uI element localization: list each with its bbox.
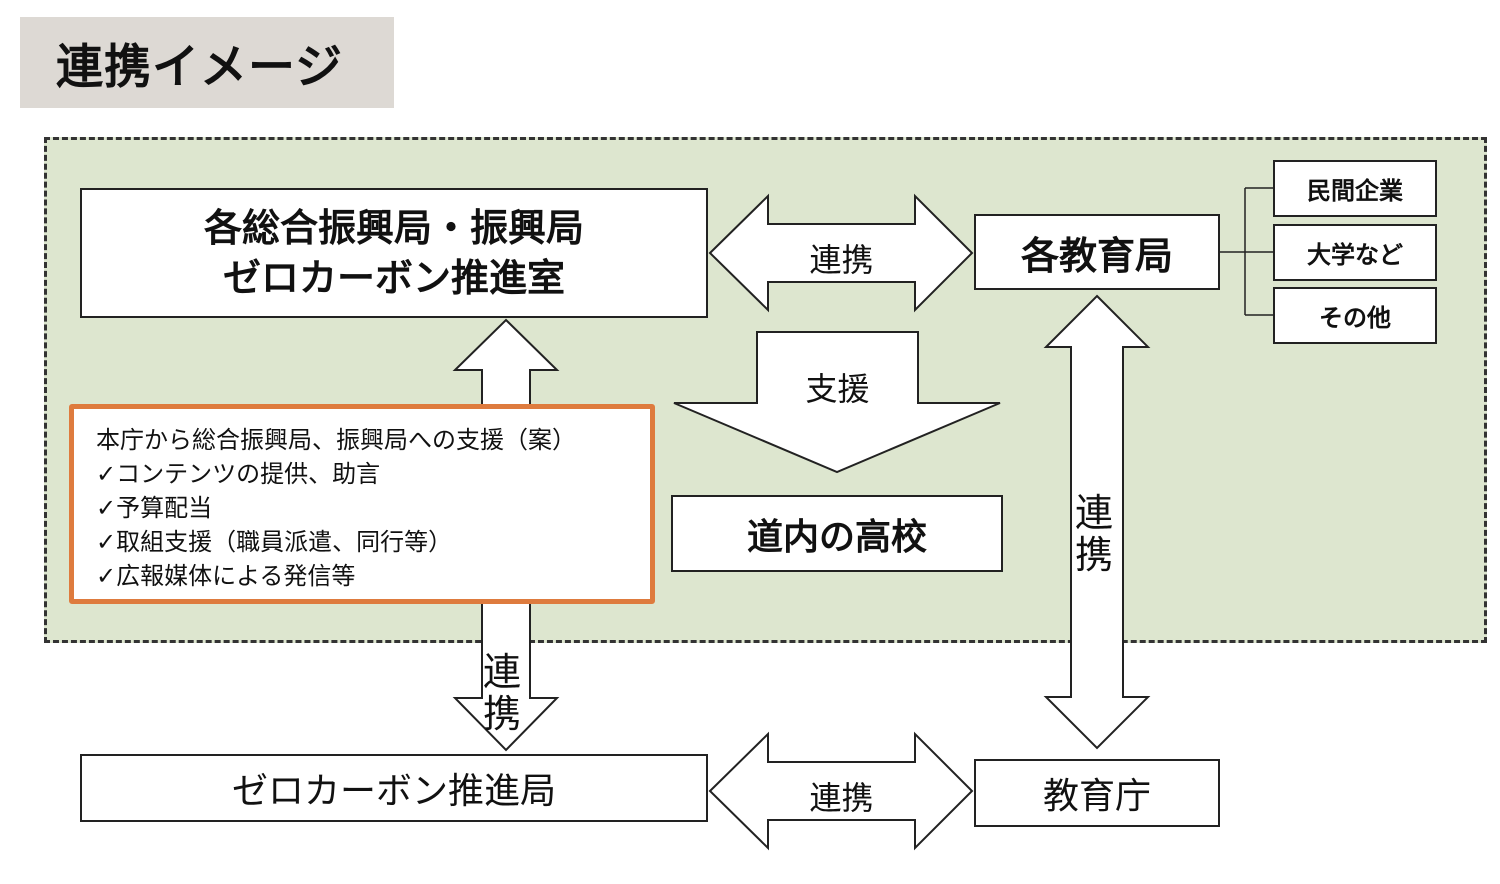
right-vertical-double-arrow [1043,294,1151,750]
side-box-universities: 大学など [1273,224,1437,281]
note-heading: 本庁から総合振興局、振興局への支援（案） [96,426,576,454]
bottom-horizontal-double-arrow [708,731,974,851]
promotion-bureau-box: 各総合振興局・振興局 ゼロカーボン推進室 [80,188,708,318]
note-item: ✓予算配当 [96,494,213,522]
left-vertical-link-label: 連携 [482,650,521,736]
note-item: ✓コンテンツの提供、助言 [96,460,381,488]
zero-carbon-bureau-box: ゼロカーボン推進局 [80,754,708,822]
side-box-private-companies: 民間企業 [1273,160,1437,217]
side-bracket [1220,187,1273,316]
side-box-others: その他 [1273,287,1437,344]
right-vertical-link-label: 連携 [1074,491,1113,577]
education-bureau-box: 各教育局 [974,214,1220,290]
support-down-arrow [673,331,1001,474]
high-schools-box: 道内の高校 [671,495,1003,572]
top-link-label: 連携 [809,241,874,279]
support-label: 支援 [805,370,870,408]
top-horizontal-double-arrow [708,193,974,313]
promotion-bureau-line2: ゼロカーボン推進室 [222,256,565,300]
bottom-link-label: 連携 [809,779,874,817]
page-title: 連携イメージ [20,17,394,108]
note-item: ✓取組支援（職員派遣、同行等） [96,528,453,556]
note-item: ✓広報媒体による発信等 [96,562,356,590]
promotion-bureau-line1: 各総合振興局・振興局 [203,206,584,250]
education-board-box: 教育庁 [974,759,1220,827]
support-note-box: 本庁から総合振興局、振興局への支援（案） ✓コンテンツの提供、助言 ✓予算配当 … [69,404,655,604]
